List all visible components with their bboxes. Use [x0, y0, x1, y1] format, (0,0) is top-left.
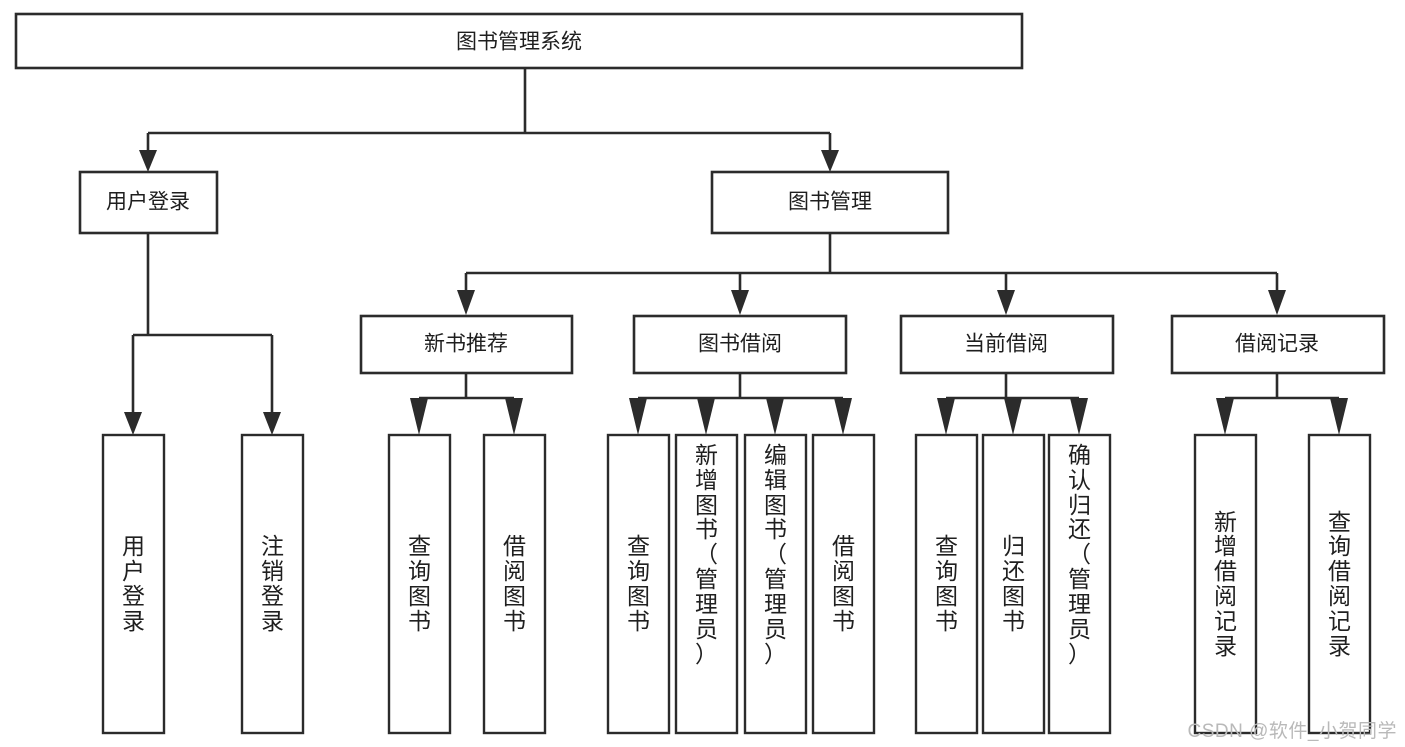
- arrowhead-to-leaf-return-book: [1004, 398, 1022, 435]
- node-new-book-recommend-box[interactable]: [359, 314, 574, 375]
- node-root-label: 图书管理系统: [456, 31, 582, 54]
- leaf-box-confirm-return[interactable]: [1047, 433, 1112, 735]
- node-root-box[interactable]: [14, 12, 1024, 70]
- node-book-manage-label: 图书管理: [788, 191, 872, 214]
- leaf-box-user-login[interactable]: [101, 433, 166, 735]
- arrowhead-to-current-borrow: [997, 290, 1015, 315]
- arrowhead-to-leaf-edit-book: [766, 398, 784, 435]
- node-new-book-recommend-label: 新书推荐: [424, 333, 508, 356]
- leaf-box-query-book-2[interactable]: [606, 433, 671, 735]
- arrowhead-to-user-login: [139, 150, 157, 172]
- arrowhead-to-leaf-add-record: [1216, 398, 1234, 435]
- arrowhead-to-leaf-query-book-1: [410, 398, 428, 435]
- node-label-layer: 图书管理系统 用户登录 图书管理 新书推荐 图书借阅 当前借阅 借阅记录: [106, 31, 1319, 356]
- leaf-box-query-book-3[interactable]: [914, 433, 979, 735]
- node-book-manage-box[interactable]: [710, 170, 950, 235]
- leaf-box-borrow-book-1[interactable]: [482, 433, 547, 735]
- node-user-login-box[interactable]: [78, 170, 219, 235]
- csdn-watermark: CSDN @软件_小贺同学: [1187, 721, 1397, 742]
- leaf-box-query-book-1[interactable]: [387, 433, 452, 735]
- arrowhead-to-leaf-query-book-2: [629, 398, 647, 435]
- leaf-box-logout[interactable]: [240, 433, 305, 735]
- arrowhead-to-new-book-recommend: [457, 290, 475, 315]
- leaf-box-query-record[interactable]: [1307, 433, 1372, 735]
- arrowhead-to-leaf-query-record: [1330, 398, 1348, 435]
- arrowhead-to-leaf-logout: [263, 412, 281, 435]
- arrowhead-to-leaf-add-book: [697, 398, 715, 435]
- arrowhead-to-leaf-confirm-return: [1070, 398, 1088, 435]
- arrowhead-to-leaf-borrow-book-1: [505, 398, 523, 435]
- arrowhead-layer: [124, 150, 1348, 435]
- node-current-borrow-box[interactable]: [899, 314, 1115, 375]
- node-book-borrow-label: 图书借阅: [698, 333, 782, 356]
- leaf-box-return-book[interactable]: [981, 433, 1046, 735]
- arrowhead-to-borrow-record: [1268, 290, 1286, 315]
- node-borrow-record-box[interactable]: [1170, 314, 1386, 375]
- arrowhead-to-book-manage: [821, 150, 839, 172]
- node-box-layer: [14, 12, 1386, 735]
- leaf-box-edit-book[interactable]: [743, 433, 808, 735]
- arrowhead-to-book-borrow: [731, 290, 749, 315]
- arrowhead-to-leaf-query-book-3: [937, 398, 955, 435]
- node-borrow-record-label: 借阅记录: [1235, 333, 1319, 356]
- leaf-box-add-book[interactable]: [674, 433, 739, 735]
- arrowhead-to-leaf-user-login: [124, 412, 142, 435]
- leaf-box-borrow-book-2[interactable]: [811, 433, 876, 735]
- leaf-box-add-record[interactable]: [1193, 433, 1258, 735]
- node-book-borrow-box[interactable]: [632, 314, 848, 375]
- node-current-borrow-label: 当前借阅: [964, 333, 1048, 356]
- arrowhead-to-leaf-borrow-book-2: [834, 398, 852, 435]
- node-user-login-label: 用户登录: [106, 191, 190, 214]
